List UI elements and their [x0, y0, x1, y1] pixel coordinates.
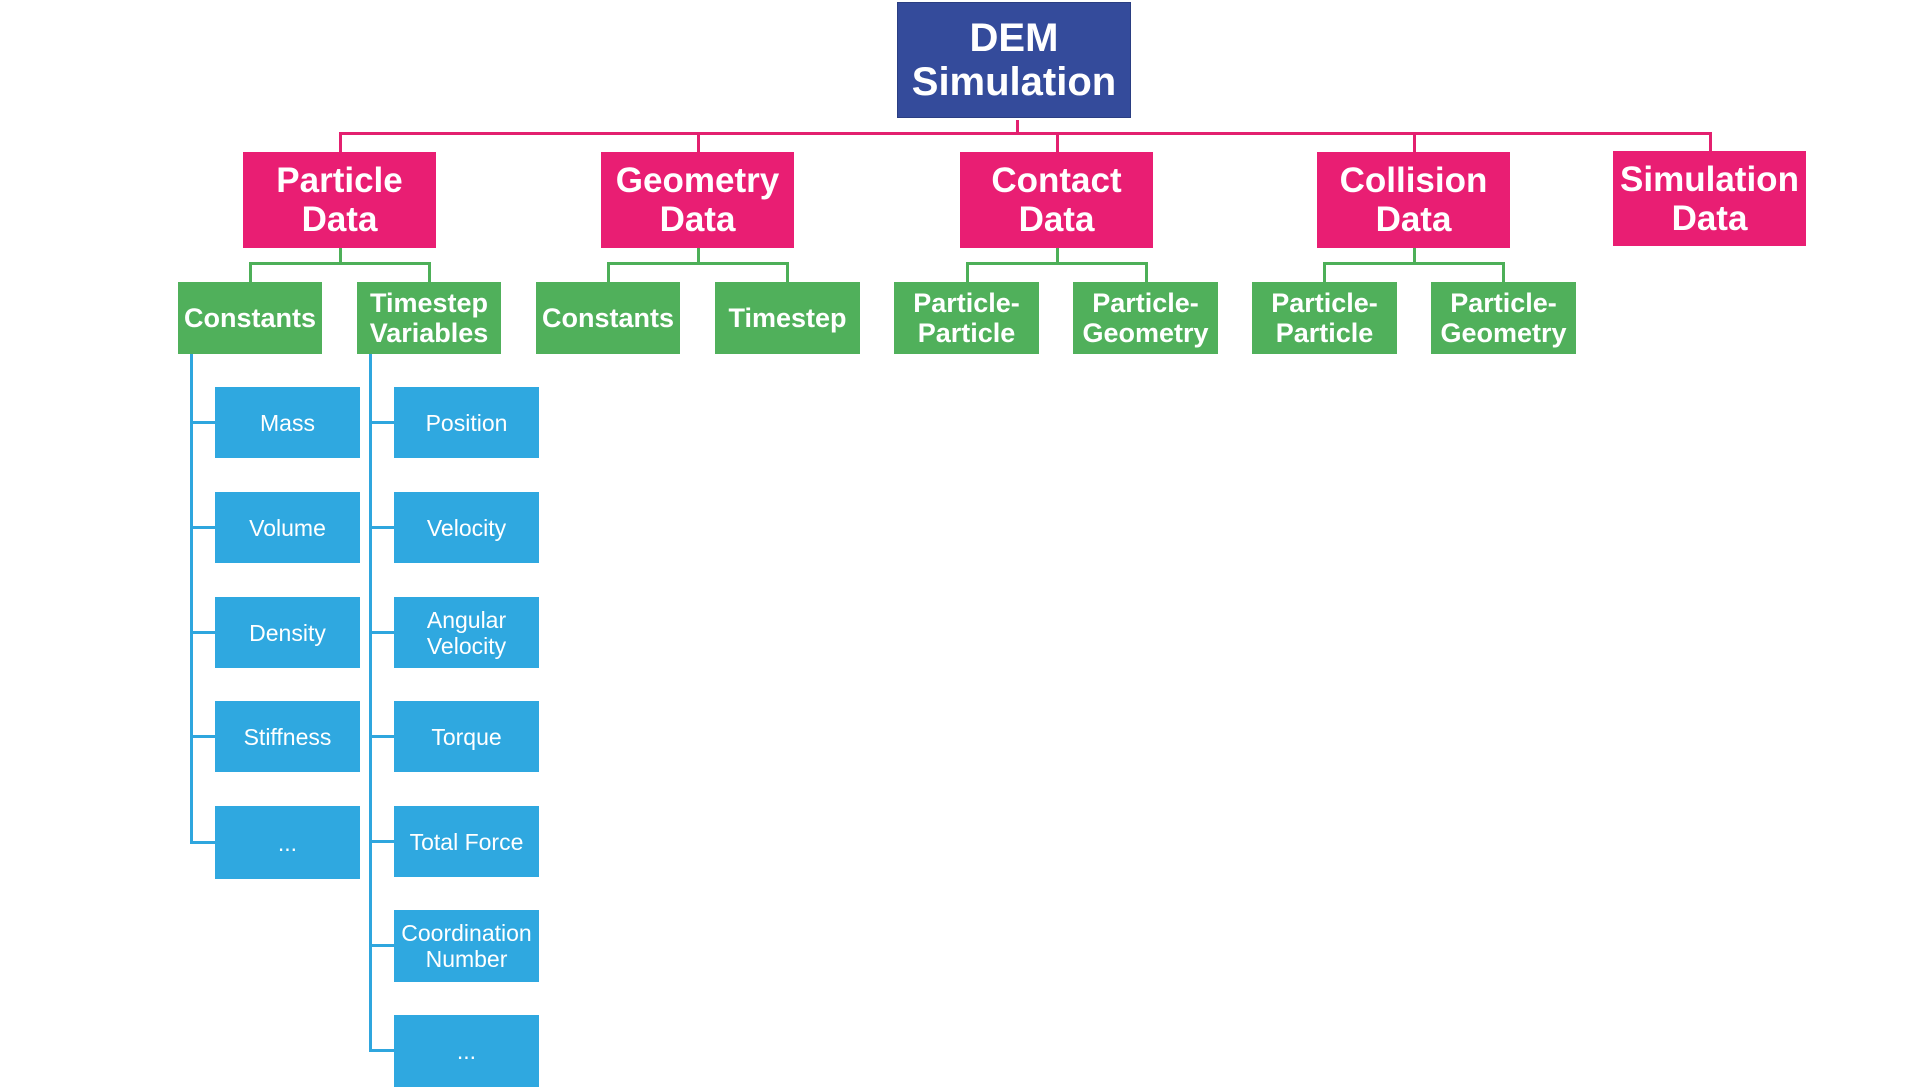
connector-particle-bus: [249, 262, 431, 265]
connector-geometry-bus: [607, 262, 789, 265]
subcategory-particle-constants: Constants: [178, 282, 322, 354]
connector-to-constants: [249, 262, 252, 282]
connector-geometry-drop: [697, 248, 700, 264]
connector-contact-bus: [966, 262, 1148, 265]
connector-to-stiffness: [190, 735, 215, 738]
connector-to-constants-more: [190, 841, 215, 844]
connector-to-total-force: [369, 840, 394, 843]
leaf-torque: Torque: [394, 701, 539, 772]
leaf-stiffness: Stiffness: [215, 701, 360, 772]
leaf-mass: Mass: [215, 387, 360, 458]
connector-to-mass: [190, 421, 215, 424]
category-simulation-data: Simulation Data: [1613, 151, 1806, 246]
connector-to-collision-pp: [1323, 262, 1326, 282]
connector-collision-drop: [1413, 248, 1416, 264]
connector-to-contact-pp: [966, 262, 969, 282]
category-collision-data: Collision Data: [1317, 152, 1510, 248]
connector-root-drop: [1016, 120, 1019, 134]
leaf-position: Position: [394, 387, 539, 458]
leaf-timestep-variables-more: ...: [394, 1015, 539, 1087]
subcategory-geometry-constants: Constants: [536, 282, 680, 354]
leaf-constants-more: ...: [215, 806, 360, 879]
connector-particle-drop: [339, 248, 342, 264]
connector-root-bus: [339, 132, 1712, 135]
connector-to-torque: [369, 735, 394, 738]
connector-to-simulation-data: [1709, 132, 1712, 152]
category-geometry-data: Geometry Data: [601, 152, 794, 248]
leaf-volume: Volume: [215, 492, 360, 563]
connector-to-coordination-number: [369, 944, 394, 947]
connector-to-velocity: [369, 526, 394, 529]
connector-to-timestep-more: [369, 1049, 394, 1052]
leaf-density: Density: [215, 597, 360, 668]
category-particle-data: Particle Data: [243, 152, 436, 248]
connector-to-position: [369, 421, 394, 424]
connector-contact-drop: [1056, 248, 1059, 264]
connector-to-angular-velocity: [369, 631, 394, 634]
connector-to-volume: [190, 526, 215, 529]
connector-to-collision-data: [1413, 132, 1416, 152]
subcategory-contact-particle-geometry: Particle- Geometry: [1073, 282, 1218, 354]
connector-to-particle-data: [339, 132, 342, 152]
connector-to-collision-pg: [1502, 262, 1505, 282]
connector-to-geometry-data: [697, 132, 700, 152]
subcategory-particle-timestep-variables: Timestep Variables: [357, 282, 501, 354]
subcategory-geometry-timestep: Timestep: [715, 282, 860, 354]
subcategory-collision-particle-geometry: Particle- Geometry: [1431, 282, 1576, 354]
connector-constants-spine: [190, 354, 193, 844]
connector-to-geometry-constants: [607, 262, 610, 282]
connector-to-contact-pg: [1145, 262, 1148, 282]
subcategory-contact-particle-particle: Particle- Particle: [894, 282, 1039, 354]
leaf-angular-velocity: Angular Velocity: [394, 597, 539, 668]
connector-to-contact-data: [1056, 132, 1059, 152]
connector-collision-bus: [1323, 262, 1505, 265]
connector-to-timestep-variables: [428, 262, 431, 282]
connector-to-density: [190, 631, 215, 634]
connector-timestep-spine: [369, 354, 372, 1052]
category-contact-data: Contact Data: [960, 152, 1153, 248]
leaf-velocity: Velocity: [394, 492, 539, 563]
connector-to-geometry-timestep: [786, 262, 789, 282]
subcategory-collision-particle-particle: Particle- Particle: [1252, 282, 1397, 354]
leaf-total-force: Total Force: [394, 806, 539, 877]
root-node-dem-simulation: DEM Simulation: [897, 2, 1131, 118]
leaf-coordination-number: Coordination Number: [394, 910, 539, 982]
